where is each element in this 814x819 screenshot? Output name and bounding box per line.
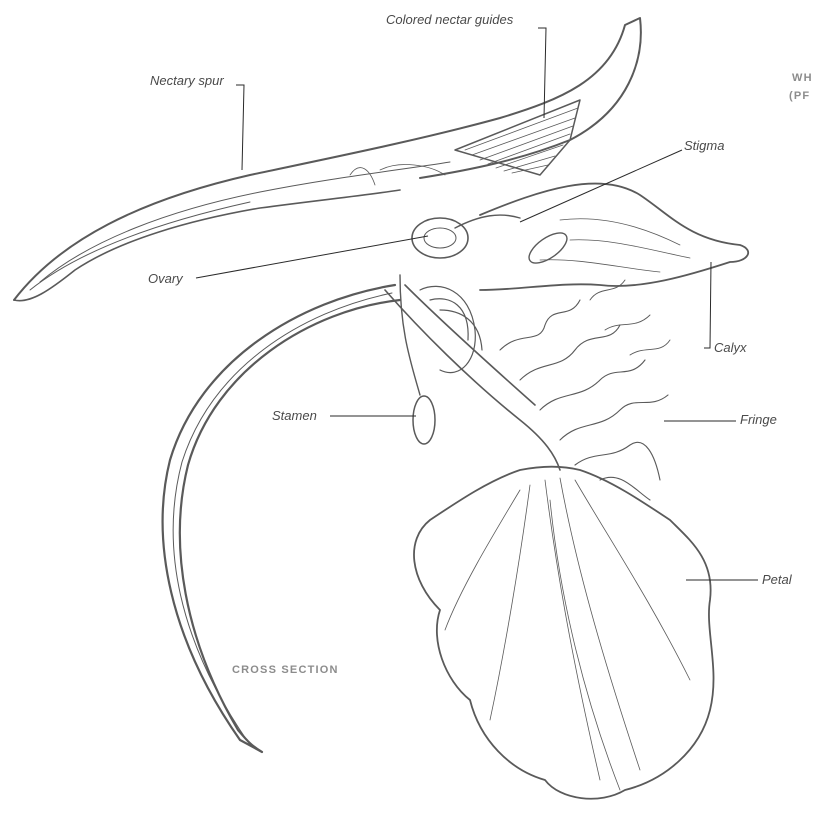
label-stamen: Stamen — [272, 408, 317, 424]
label-petal: Petal — [762, 572, 792, 588]
ovary-shape — [412, 215, 572, 269]
label-stigma: Stigma — [684, 138, 724, 154]
leader-calyx — [704, 262, 711, 348]
caption-cross-section: CROSS SECTION — [232, 664, 339, 676]
label-colored-nectar-guides: Colored nectar guides — [386, 12, 513, 28]
curved-sepal — [163, 285, 400, 752]
calyx-shape — [480, 184, 748, 290]
label-ovary: Ovary — [148, 271, 183, 287]
caption-cut-line-2: (PF — [789, 90, 810, 102]
nectar-guides-fan — [455, 100, 580, 175]
caption-cut-line-1: WH — [792, 72, 813, 84]
label-nectary-spur: Nectary spur — [150, 73, 224, 89]
leader-lines — [196, 28, 758, 580]
fringe-shape — [500, 280, 670, 500]
label-fringe: Fringe — [740, 412, 777, 428]
leader-ovary — [196, 236, 428, 278]
leader-stigma — [520, 150, 682, 222]
stamens-shape — [385, 275, 560, 470]
nectary-spur-shape — [14, 18, 641, 301]
leader-nectary-spur — [236, 85, 244, 170]
petal-shape — [414, 467, 714, 799]
label-calyx: Calyx — [714, 340, 747, 356]
